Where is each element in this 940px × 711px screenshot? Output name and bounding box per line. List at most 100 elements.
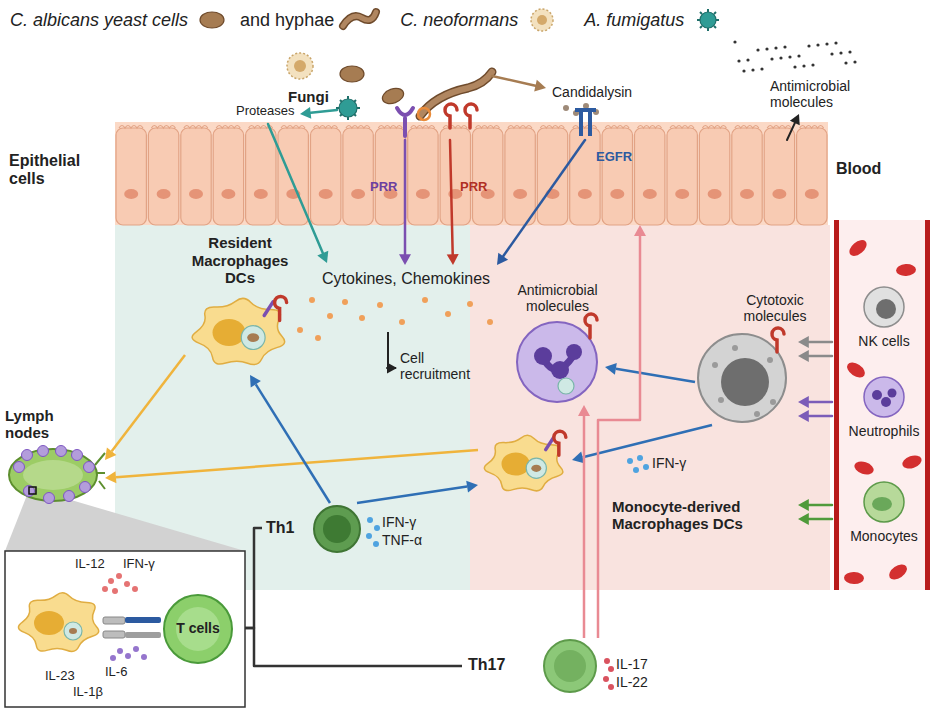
shape-circle (487, 319, 493, 325)
shape-circle (844, 61, 847, 64)
shape-path (605, 126, 629, 129)
annotation-label: Cytokines, Chemokines (322, 270, 490, 288)
inset-panel: IL-12IFN-γIL-23IL-6IL-1βT cells (5, 551, 245, 707)
shape-path (735, 126, 759, 129)
shape-ellipse (9, 449, 97, 501)
shape-polyline (404, 140, 407, 254)
node-label: IFN-γ (123, 557, 155, 572)
connector-line (112, 355, 185, 451)
shape-rect (408, 128, 438, 225)
shape-circle (558, 378, 574, 394)
shape-circle (765, 47, 768, 50)
shape-rect (699, 128, 729, 225)
shape-circle (373, 541, 379, 547)
shape-rect (473, 128, 503, 225)
macrophage-cell-drawing (185, 290, 295, 375)
shape-ellipse (578, 189, 592, 199)
legend-sample (690, 6, 728, 34)
shape-circle (698, 334, 786, 422)
shape-rect (29, 487, 36, 494)
node-label: Neutrophils (832, 423, 936, 439)
shape-polyline (809, 341, 832, 344)
node-label: Blood (836, 160, 881, 178)
shape-polygon (534, 80, 546, 92)
annotation-label: Cell recruitment (400, 350, 490, 382)
shape-circle (807, 44, 810, 47)
shape-circle (770, 57, 773, 60)
shape-rect (125, 617, 161, 623)
shape-circle (399, 319, 405, 325)
shape-circle (80, 482, 91, 493)
neutrophil-cell: Antimicrobial molecules (510, 318, 605, 405)
shape-circle (732, 345, 738, 351)
shape-circle (537, 15, 547, 25)
nk-cell-drawing (695, 330, 790, 425)
shape-polygon (798, 410, 809, 422)
shape-ellipse (643, 189, 657, 199)
shape-circle (141, 654, 147, 660)
shape-ellipse (513, 189, 527, 199)
shape-circle (418, 108, 430, 120)
shape-rect (375, 128, 405, 225)
shape-circle (112, 588, 118, 594)
shape-path (772, 328, 784, 352)
shape-circle (737, 59, 740, 62)
shape-circle (367, 517, 373, 523)
shape-circle (700, 12, 716, 28)
shape-rect (667, 128, 697, 225)
shape-circle (770, 399, 776, 405)
shape-circle (876, 299, 896, 319)
connector-line (598, 236, 640, 638)
shape-path (445, 104, 457, 128)
shape-ellipse (416, 189, 430, 199)
shape-rect (181, 128, 211, 225)
shape-path (697, 9, 719, 31)
shape-circle (839, 51, 842, 54)
shape-circle (563, 105, 569, 111)
shape-polygon (790, 114, 800, 125)
shape-polygon (798, 513, 809, 525)
shape-circle (241, 326, 265, 350)
shape-polyline (787, 123, 795, 140)
shape-ellipse (846, 237, 869, 259)
node-label: Cytotoxic molecules (725, 292, 825, 324)
shape-circle (754, 411, 760, 417)
annotation-label: IL-22 (616, 674, 648, 690)
shape-path (638, 126, 662, 129)
shape-ellipse (901, 453, 924, 471)
shape-circle (526, 458, 546, 478)
shape-circle (779, 56, 782, 59)
shape-path (397, 108, 413, 115)
shape-polyline (503, 140, 585, 256)
shape-polyline (809, 401, 832, 404)
shape-circle (133, 646, 139, 652)
arrow-head (605, 363, 617, 375)
shape-ellipse (200, 12, 224, 28)
shape-polygon (798, 396, 809, 408)
shape-circle (853, 60, 856, 63)
legend-text: C. albicans yeast cells (10, 10, 188, 31)
shape-polygon (317, 251, 328, 263)
shape-circle (132, 586, 138, 592)
shape-circle (733, 40, 736, 43)
annotation-label: Proteases (236, 104, 295, 119)
shape-circle (767, 357, 773, 363)
legend-text: and hyphae (240, 10, 334, 31)
annotation-label: PRR (460, 180, 487, 195)
connector-line (245, 528, 262, 628)
shape-rect (103, 617, 125, 624)
shape-polyline (450, 140, 453, 254)
shape-polygon (798, 499, 809, 511)
shape-rect (579, 112, 583, 136)
arrow-head (572, 452, 584, 464)
shape-rect (732, 128, 762, 225)
shape-path (585, 314, 597, 338)
blood-cell: Neutrophils (832, 375, 936, 450)
connector-line (116, 450, 478, 477)
shape-polyline (809, 355, 832, 358)
shape-circle (44, 493, 55, 504)
shape-circle (359, 315, 365, 321)
annotation-label: EGFR (596, 150, 632, 165)
annotation-label: TNF-α (382, 532, 422, 548)
macrophage-cell: Monocyte-derived Macrophages DCs (478, 428, 572, 500)
